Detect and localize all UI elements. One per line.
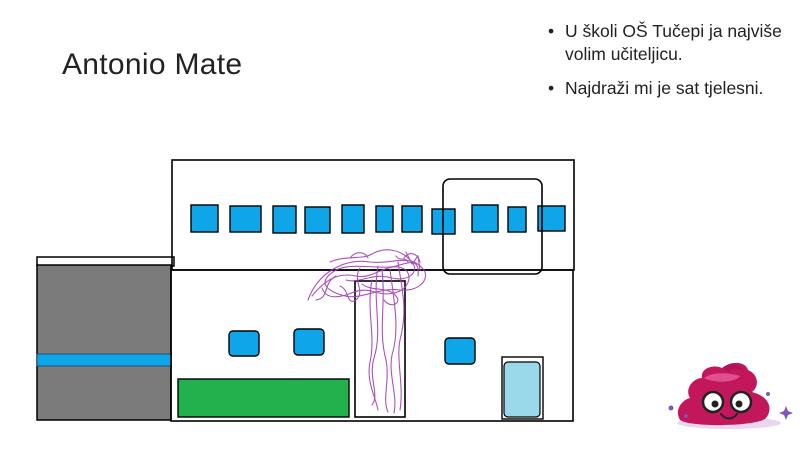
window (229, 205, 262, 233)
sparkle-icon (779, 406, 793, 420)
window (190, 204, 219, 233)
window (375, 205, 394, 233)
sticker-smile (720, 413, 738, 420)
lower-windows (228, 328, 476, 365)
sticker-right-pupil (735, 400, 743, 408)
sticker-highlight (704, 373, 740, 382)
upper-windows (190, 204, 566, 235)
window (444, 337, 476, 365)
bullet-list: • U školi OŠ Tučepi ja najviše volim uči… (545, 20, 795, 111)
green-grass (177, 378, 350, 418)
purple-scribble (307, 249, 426, 414)
annex-blue-stripe (36, 353, 172, 367)
sticker-left-pupil (711, 400, 719, 408)
lower-floor (170, 269, 574, 422)
window (304, 206, 331, 234)
bullet-dot: • (548, 21, 555, 41)
window (471, 204, 499, 233)
rounded-frame (442, 178, 543, 275)
sparkle-dot (766, 392, 770, 396)
annex-body (36, 264, 172, 421)
bullet-item-1: • U školi OŠ Tučepi ja najviše volim uči… (545, 20, 795, 66)
window (293, 328, 325, 356)
sparkle-dot (684, 414, 688, 418)
slide-title: Antonio Mate (62, 48, 243, 81)
window (228, 330, 260, 357)
bullet-dot: • (548, 78, 555, 98)
window (272, 205, 297, 234)
side-door (503, 361, 541, 418)
bullet-text-2: Najdraži mi je sat tjelesni. (565, 78, 764, 98)
grey-annex (36, 256, 175, 421)
emoji-sticker (668, 362, 793, 429)
window (401, 205, 423, 233)
window (341, 204, 365, 234)
bullet-item-2: • Najdraži mi je sat tjelesni. (545, 77, 795, 100)
window (507, 206, 527, 233)
sparkle-dot (668, 405, 674, 411)
bullet-text-1: U školi OŠ Tučepi ja najviše volim učite… (565, 21, 782, 64)
sticker-swirl (724, 364, 744, 372)
